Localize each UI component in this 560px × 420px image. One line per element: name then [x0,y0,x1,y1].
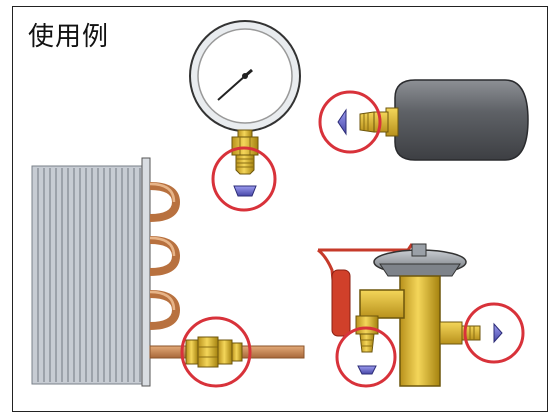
pressure-gauge [189,20,301,175]
highlight-ring-cylinder [318,90,382,154]
expansion-valve [317,243,481,387]
highlight-ring-valve-right [463,302,525,364]
condenser-coil [31,157,181,387]
highlight-ring-valve-bottom [335,326,397,388]
page-title: 使用例 [28,22,110,52]
flare-cap-valve-bottom [357,365,377,375]
highlight-ring-pipe [180,316,252,388]
copper-pipe [149,336,305,368]
highlight-ring-gauge [211,146,277,212]
flare-cap-cylinder [337,108,347,136]
gas-cylinder [359,79,529,161]
gauge-needle [217,75,246,101]
flare-cap-valve-right [493,322,503,344]
flare-cap-gauge [233,185,257,197]
